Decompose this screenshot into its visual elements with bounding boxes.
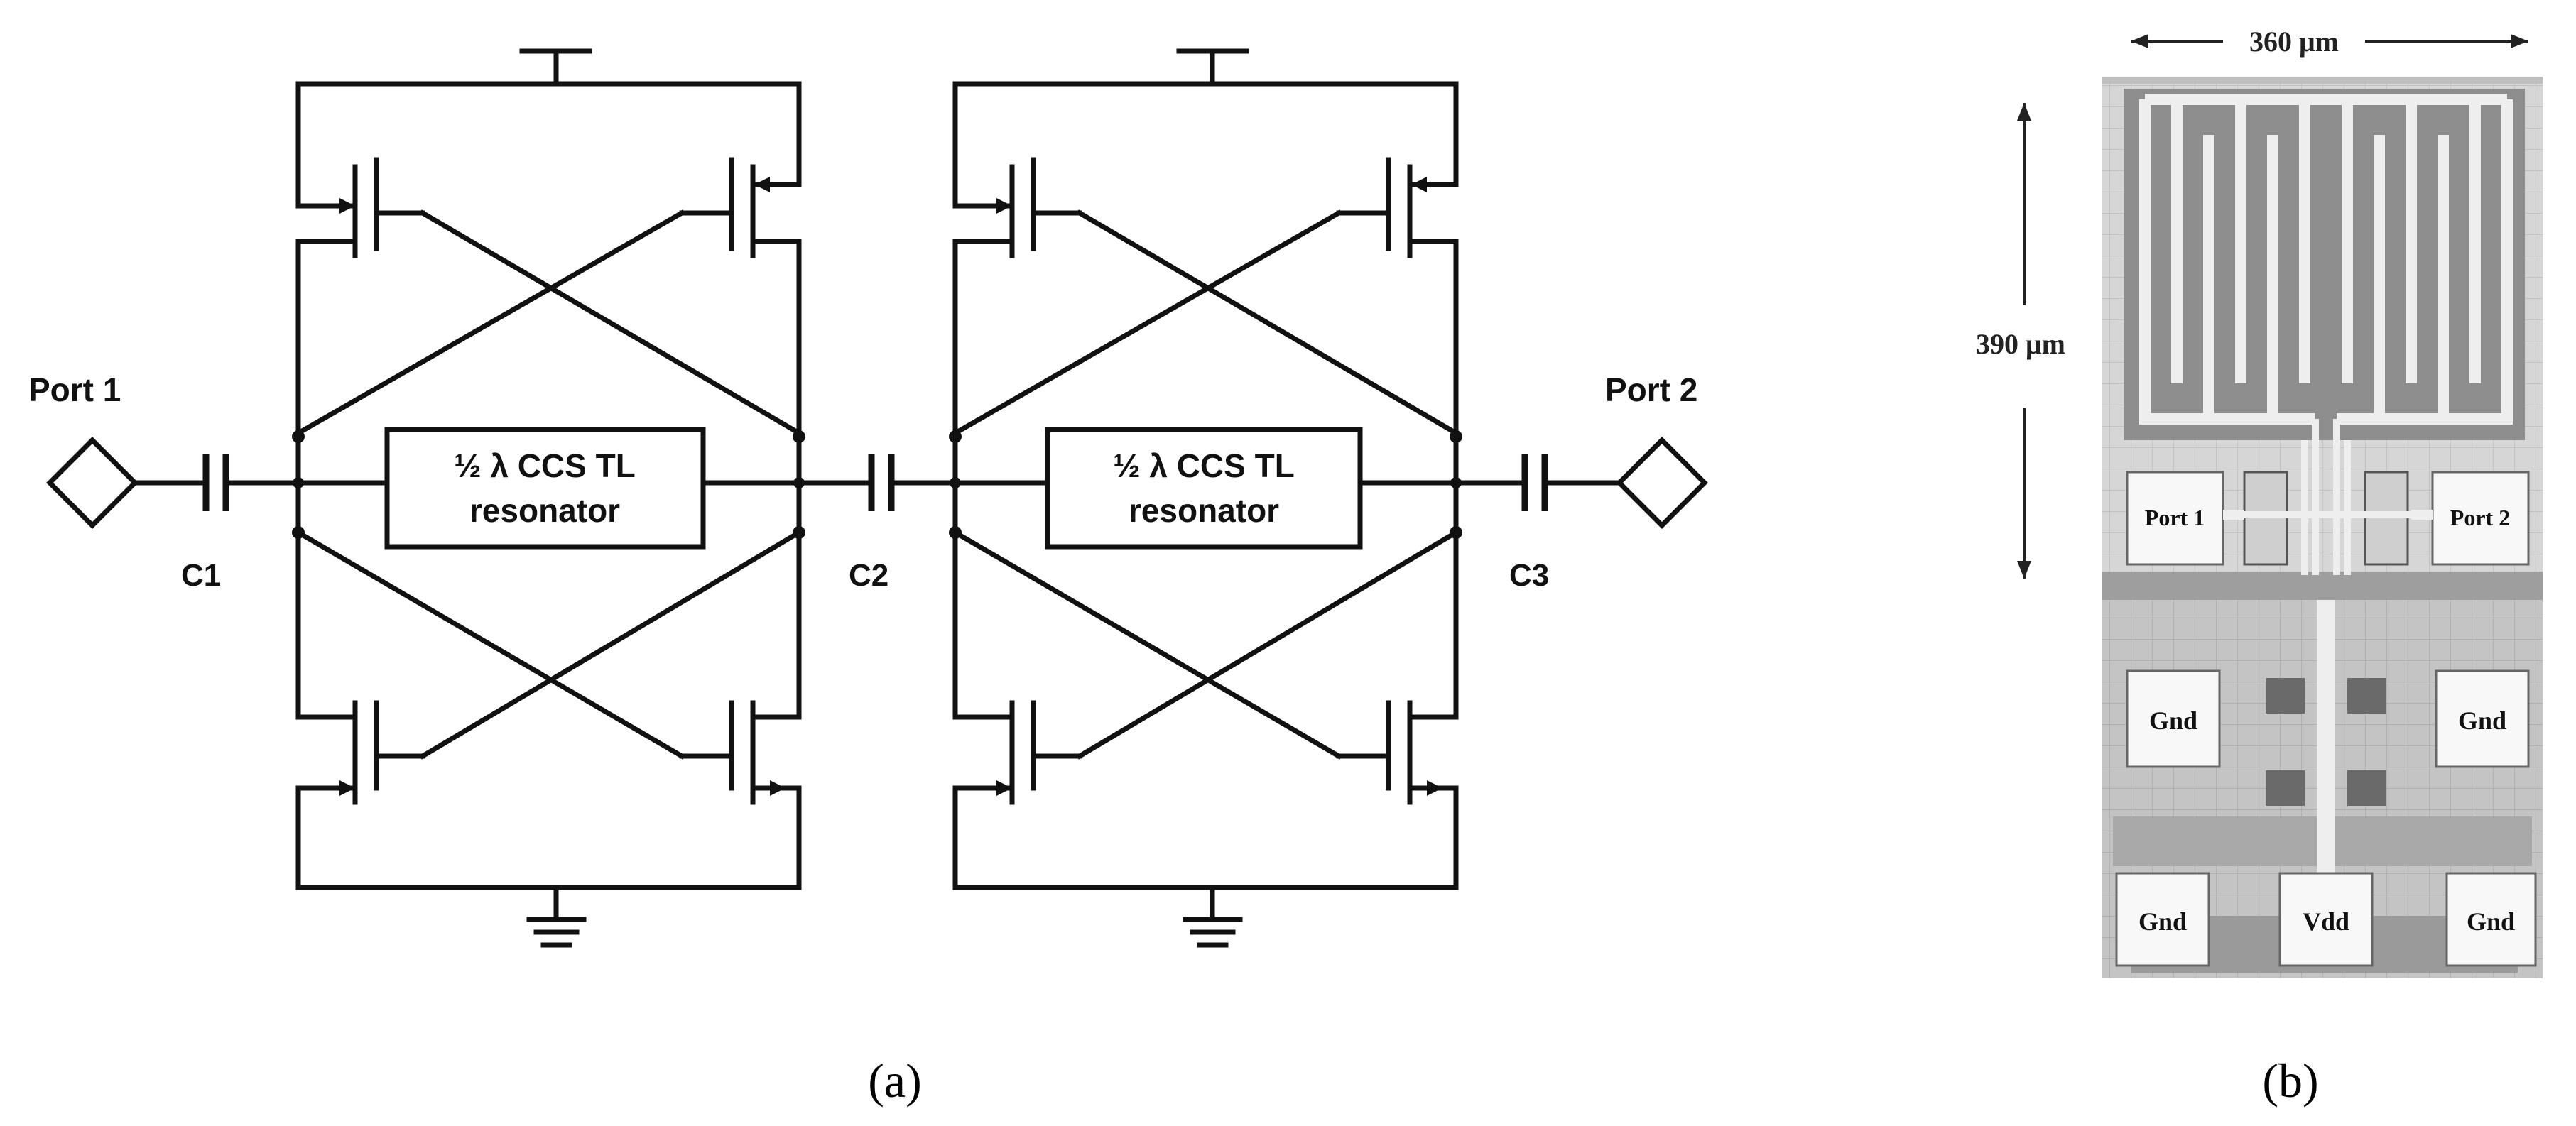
transistor-m8: [1336, 530, 1459, 890]
capacitor-c2-label: C2: [849, 558, 888, 593]
port-1-label: Port 1: [28, 371, 121, 408]
wire: [419, 209, 803, 437]
pad-gnd-right-label: Gnd: [2458, 706, 2506, 735]
port-2-label: Port 2: [1605, 371, 1697, 408]
wire: [1076, 529, 1460, 760]
schematic: Port 1 Port 2 C1 C2 C3: [28, 48, 1708, 1108]
wire: [952, 209, 1342, 437]
capacitor-c1: C1: [181, 454, 229, 593]
pad-gnd-bottom-right: Gnd: [2445, 872, 2537, 967]
pad-port-2: Port 2: [2411, 471, 2530, 566]
transistor-m4: [679, 530, 802, 890]
pad-gnd-bottom-left: Gnd: [2115, 872, 2210, 967]
height-label: 390 μm: [1976, 328, 2065, 360]
capacitor-c2: C2: [849, 454, 895, 593]
ground-symbol: [526, 885, 587, 948]
pad-gnd-right: Gnd: [2435, 669, 2530, 768]
transistor-m6: [1336, 157, 1459, 436]
resonator-1-line2: resonator: [469, 492, 620, 529]
wire: [1076, 209, 1460, 437]
wire: [750, 81, 802, 187]
resonator-2-line1: ½ λ CCS TL: [1113, 447, 1295, 484]
pad-port-1-label: Port 1: [2145, 505, 2205, 530]
wire: [952, 529, 1342, 760]
pad-gnd-left-label: Gnd: [2149, 706, 2197, 735]
transistor-m7: [952, 530, 1082, 890]
pad-vdd: Vdd: [2278, 872, 2374, 967]
wire: [1407, 81, 1459, 187]
subfigure-label-b: (b): [2262, 1054, 2318, 1108]
varactor-structure: [2230, 471, 2429, 566]
pad-port-2-label: Port 2: [2450, 505, 2510, 530]
wire: [295, 209, 685, 437]
resonator-2-line2: resonator: [1129, 492, 1279, 529]
vdd-symbol: [1176, 48, 1249, 87]
negative-resistance-cell-1: ½ λ CCS TL resonator: [292, 48, 805, 948]
pad-gnd-bottom-left-label: Gnd: [2138, 907, 2187, 936]
wire: [295, 81, 358, 209]
transistor-m5: [952, 157, 1082, 436]
subfigure-label-a: (a): [868, 1054, 921, 1108]
negative-resistance-cell-2: ½ λ CCS TL resonator: [949, 48, 1462, 948]
meander-inductor: [2124, 89, 2525, 575]
resonator-1: ½ λ CCS TL resonator: [384, 427, 706, 550]
pad-gnd-bottom-right-label: Gnd: [2467, 907, 2515, 936]
wire: [952, 81, 1015, 209]
pad-vdd-label: Vdd: [2303, 907, 2349, 936]
width-label: 360 μm: [2249, 26, 2339, 58]
port-1: Port 1: [28, 371, 138, 529]
resonator-2: ½ λ CCS TL resonator: [1045, 427, 1363, 550]
resonator-1-line1: ½ λ CCS TL: [454, 447, 636, 484]
capacitor-c3: C3: [1509, 454, 1549, 593]
pad-port-1: Port 1: [2126, 471, 2244, 566]
capacitor-c3-label: C3: [1509, 558, 1549, 593]
capacitor-c1-label: C1: [181, 558, 221, 593]
transistor-m1: [295, 157, 425, 436]
height-dimension: 390 μm: [1976, 103, 2065, 579]
chip-micrograph: 360 μm 390 μm: [1976, 26, 2543, 1108]
ground-symbol: [1183, 885, 1243, 948]
transistor-m3: [295, 530, 425, 890]
port-2: Port 2: [1605, 371, 1708, 529]
pad-gnd-left: Gnd: [2126, 669, 2221, 768]
vdd-symbol: [519, 48, 592, 87]
transistor-m2: [679, 157, 802, 436]
width-dimension: 360 μm: [2131, 26, 2528, 58]
wire: [419, 529, 803, 760]
wire: [295, 529, 685, 760]
